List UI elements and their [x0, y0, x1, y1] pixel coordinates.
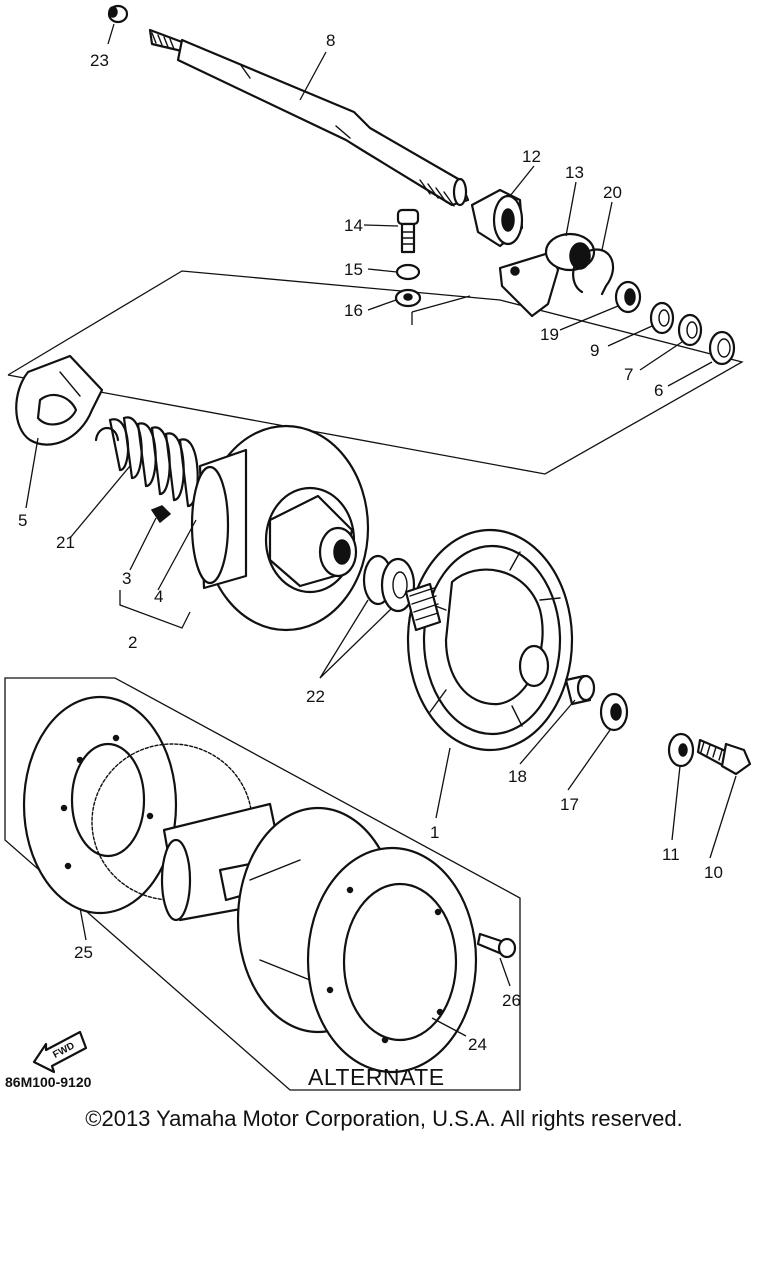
- callout-17: 17: [560, 795, 579, 814]
- part-washers-22: [362, 554, 416, 613]
- callout-24: 24: [468, 1035, 487, 1054]
- part-slider: [150, 505, 172, 524]
- callout-21: 21: [56, 533, 75, 552]
- part-circlip: [572, 248, 615, 296]
- group-border-alternate: [4, 677, 521, 1091]
- part-washer-9: [649, 301, 675, 335]
- part-disc-25: [22, 695, 178, 915]
- callout-22: 22: [306, 687, 325, 706]
- callout-10: 10: [704, 863, 723, 882]
- part-washer-11: [667, 732, 695, 768]
- group-border-upper: [7, 270, 744, 475]
- part-washer-15: [395, 263, 421, 281]
- part-cam: [15, 354, 104, 446]
- alternate-label: ALTERNATE: [308, 1064, 445, 1090]
- callout-3: 3: [122, 569, 131, 588]
- part-washer-19: [614, 280, 642, 314]
- leader-lines: [25, 23, 737, 1037]
- callout-2: 2: [128, 633, 137, 652]
- callout-26: 26: [502, 991, 521, 1010]
- callout-23: 23: [90, 51, 109, 70]
- part-nut-16: [394, 288, 422, 308]
- drawing-code: 86M100-9120: [5, 1074, 92, 1090]
- part-spring: [94, 416, 199, 508]
- part-bearing: [470, 188, 524, 248]
- callout-11: 11: [662, 845, 680, 864]
- part-disc-24: [306, 846, 478, 1074]
- part-sheave: [190, 424, 370, 632]
- part-fixed-sheave: [404, 528, 574, 752]
- copyright-notice: ©2013 Yamaha Motor Corporation, U.S.A. A…: [85, 1106, 683, 1131]
- callout-12: 12: [522, 147, 541, 166]
- callout-9: 9: [590, 341, 599, 360]
- callout-8: 8: [326, 31, 335, 50]
- part-bolt-26: [476, 932, 517, 959]
- part-shaft: [148, 28, 470, 207]
- callout-19: 19: [540, 325, 559, 344]
- fwd-arrow-icon: FWD: [32, 1030, 88, 1074]
- callout-1: 1: [430, 823, 439, 842]
- callout-18: 18: [508, 767, 527, 786]
- callout-15: 15: [344, 260, 363, 279]
- callout-6: 6: [654, 381, 663, 400]
- callout-14: 14: [344, 216, 363, 235]
- part-washer-7: [677, 313, 703, 347]
- part-spacer: [564, 674, 596, 706]
- callouts: 8 23 12 13 20 14 15 16 19 9 7 6 5 21 3 4…: [18, 31, 723, 1054]
- part-bolt-10: [696, 738, 752, 776]
- part-washer-17: [599, 692, 629, 732]
- callout-16: 16: [344, 301, 363, 320]
- callout-25: 25: [74, 943, 93, 962]
- part-bolt-small: [396, 208, 420, 254]
- callout-7: 7: [624, 365, 633, 384]
- parts-diagram: FWD 8 23 12 13: [4, 4, 752, 1091]
- callout-20: 20: [603, 183, 622, 202]
- part-washer-6: [708, 330, 736, 366]
- part-cap: [107, 4, 129, 24]
- callout-4: 4: [154, 587, 163, 606]
- callout-5: 5: [18, 511, 27, 530]
- callout-13: 13: [565, 163, 584, 182]
